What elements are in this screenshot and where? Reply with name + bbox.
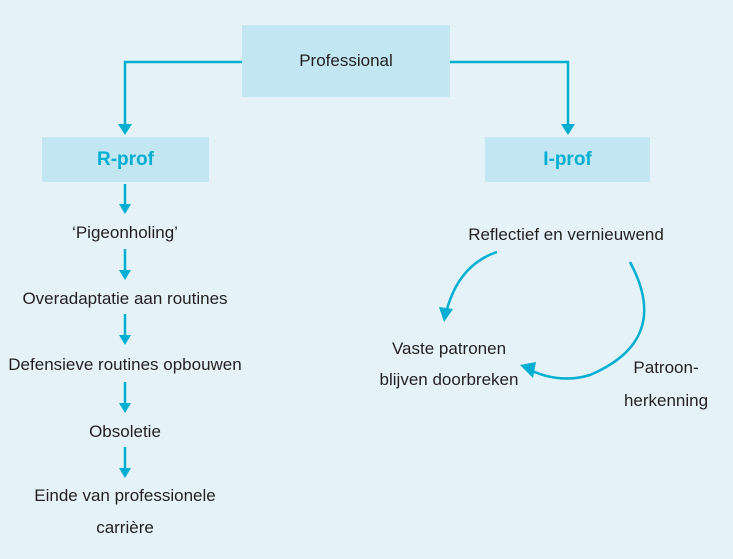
rprof-title: R-prof	[97, 148, 154, 170]
cycle-left-line1: Vaste patronen	[391, 339, 507, 358]
step-arrow-5-head	[119, 468, 131, 478]
cycle-arrow-left-head	[439, 307, 453, 322]
root-to-rprof-arrowhead	[118, 124, 132, 135]
cycle-arrow-right-head	[520, 362, 536, 378]
step-arrow-4-head	[119, 403, 131, 413]
step-arrow-3-head	[119, 335, 131, 345]
step-pigeonholing: ‘Pigeonholing’	[72, 223, 178, 242]
root-to-rprof-arrow	[123, 60, 242, 126]
iprof-box: I-prof	[485, 137, 650, 182]
step-arrow-1-head	[119, 204, 131, 214]
step-defensieve-routines: Defensieve routines opbouwen	[8, 355, 242, 374]
root-box: Professional	[242, 25, 450, 97]
step-arrow-2-head	[119, 270, 131, 280]
cycle-arrow-left	[444, 250, 498, 314]
step-obsoletie: Obsoletie	[89, 422, 161, 441]
cycle-left-line2: blijven doorbreken	[379, 370, 519, 389]
root-label: Professional	[299, 51, 393, 70]
root-to-iprof-arrowhead	[561, 124, 575, 135]
step-einde-line2: carrière	[96, 518, 154, 537]
rprof-box: R-prof	[42, 137, 209, 182]
iprof-title: I-prof	[543, 148, 592, 170]
step-einde-line1: Einde van professionele	[34, 486, 216, 505]
cycle-right-line2: herkenning	[623, 391, 709, 410]
cycle-arrow-right	[529, 261, 646, 380]
cycle-right-line1: Patroon-	[633, 358, 699, 377]
root-to-iprof-arrow	[450, 60, 570, 126]
step-overadaptatie: Overadaptatie aan routines	[22, 289, 228, 308]
cycle-top-label: Reflectief en vernieuwend	[468, 225, 664, 244]
